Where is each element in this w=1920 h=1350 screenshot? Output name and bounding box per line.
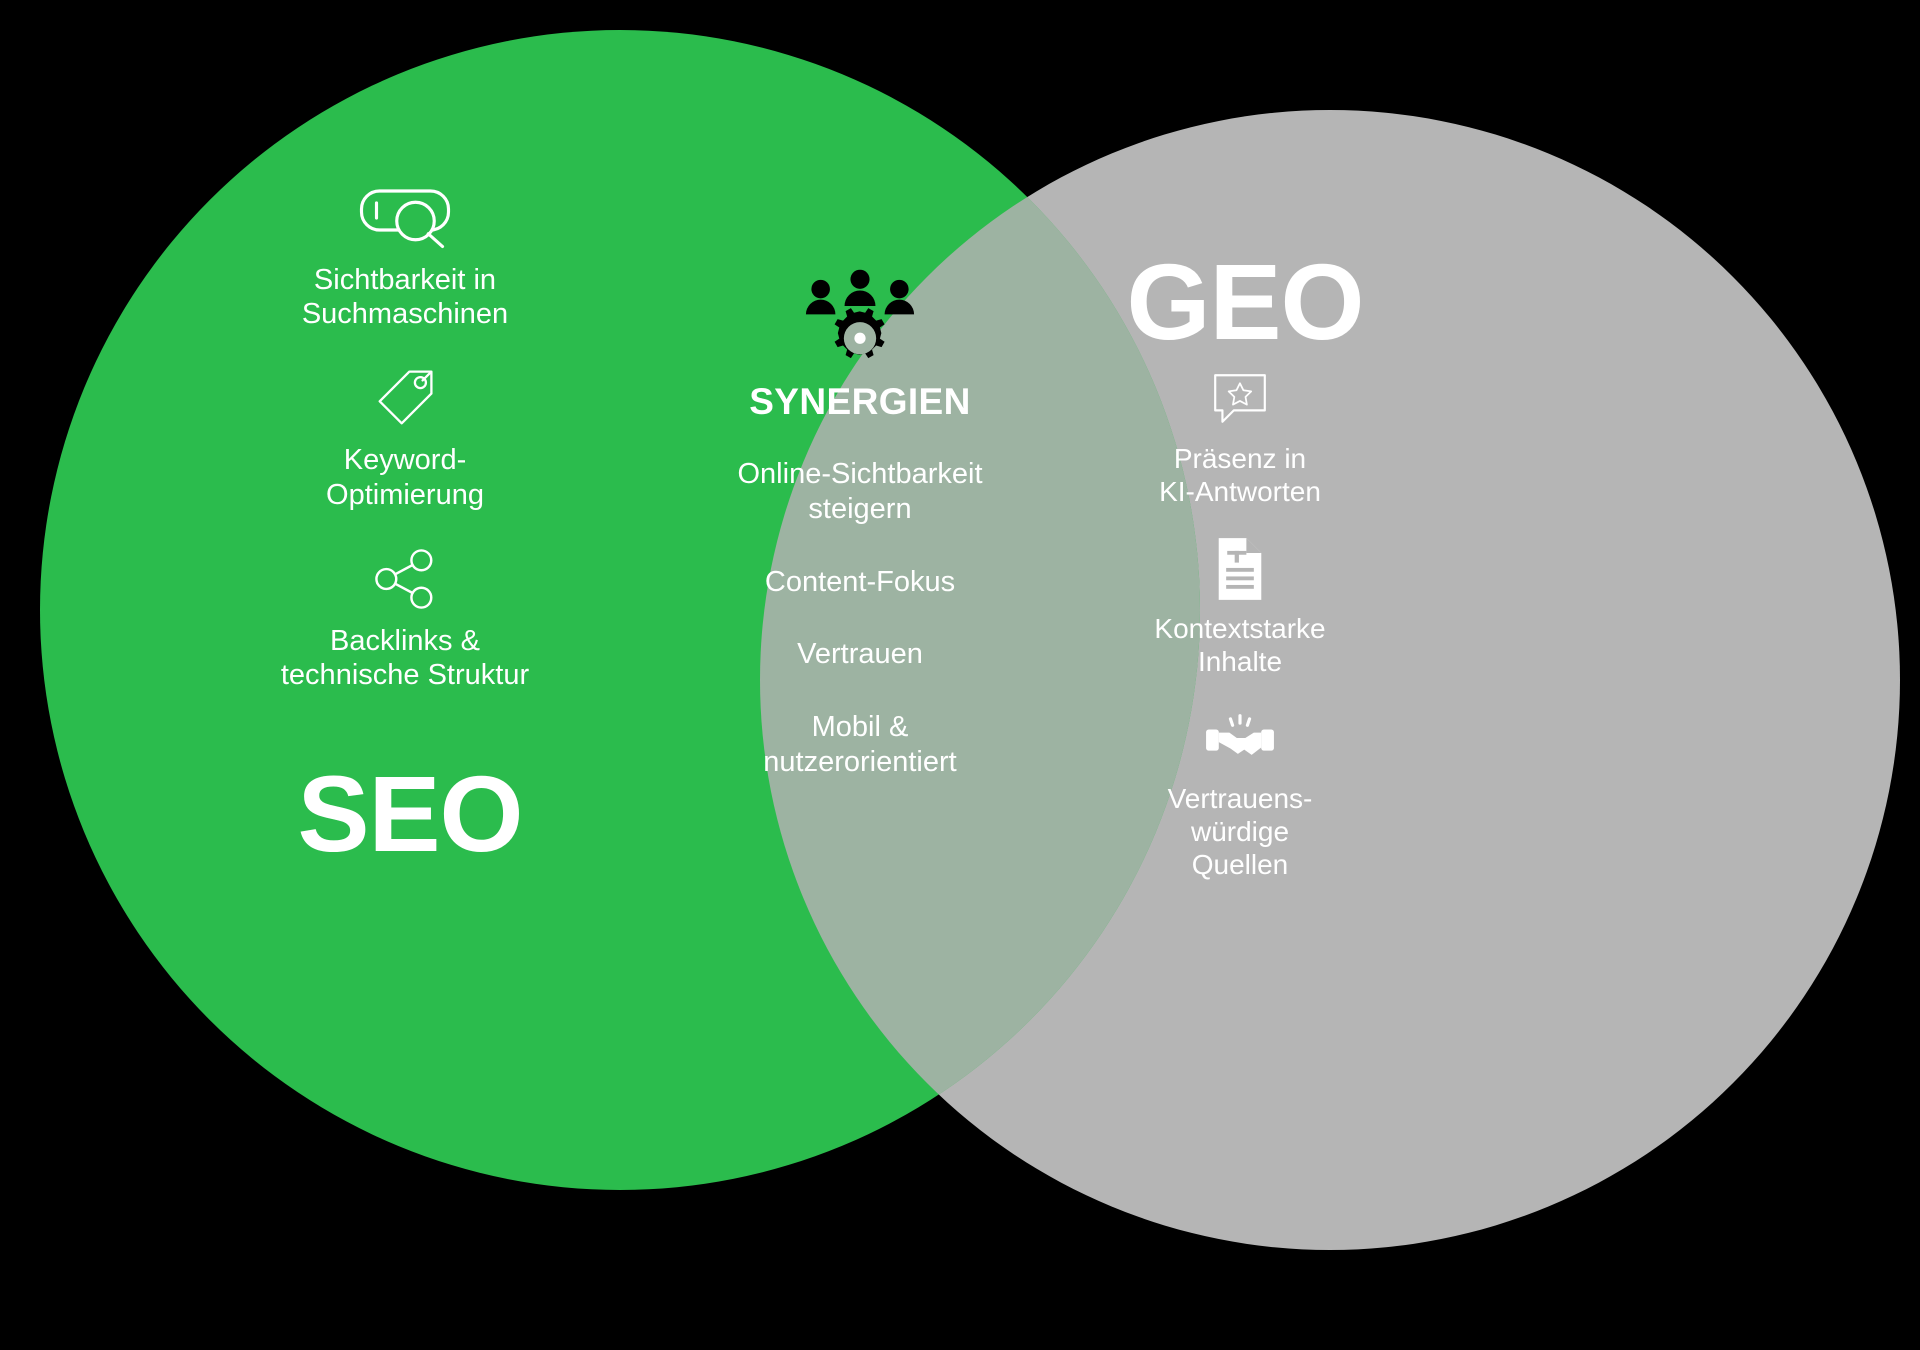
search-bar-icon <box>230 185 580 251</box>
geo-item-label: Kontextstarke Inhalte <box>1154 613 1326 678</box>
geo-item-sources: Vertrauens- würdige Quellen <box>1090 708 1390 881</box>
seo-item-label: Backlinks & technische Struktur <box>280 624 530 692</box>
seo-content-column: Sichtbarkeit in Suchmaschinen Keyword- O… <box>230 185 580 692</box>
share-network-icon <box>230 546 580 612</box>
synergy-item: Mobil & nutzerorientiert <box>763 711 957 778</box>
geo-item-label: Vertrauens- würdige Quellen <box>1167 783 1313 881</box>
synergy-item: Online-Sichtbarkeit steigern <box>737 458 983 525</box>
seo-item-label: Keyword- Optimierung <box>326 444 484 511</box>
geo-title: GEO <box>1126 241 1364 362</box>
geo-item-context: Kontextstarke Inhalte <box>1090 538 1390 678</box>
seo-item-label: Sichtbarkeit in Suchmaschinen <box>301 264 509 331</box>
handshake-icon <box>1090 708 1390 770</box>
synergy-item: Vertrauen <box>797 638 923 671</box>
seo-item-backlinks: Backlinks & technische Struktur <box>230 546 580 692</box>
chat-star-icon <box>1090 368 1390 430</box>
geo-item-label: Präsenz in KI-Antworten <box>1159 443 1321 508</box>
seo-title: SEO <box>297 753 523 874</box>
synergien-content-column: SYNERGIEN Online-Sichtbarkeit steigern C… <box>690 265 1030 780</box>
document-text-icon <box>1090 538 1390 600</box>
synergien-heading: SYNERGIEN <box>749 381 971 422</box>
people-gear-icon <box>690 265 1030 375</box>
tag-icon <box>230 365 580 431</box>
seo-item-visibility: Sichtbarkeit in Suchmaschinen <box>230 185 580 331</box>
geo-item-presence: Präsenz in KI-Antworten <box>1090 368 1390 508</box>
synergy-item: Content-Fokus <box>764 565 956 598</box>
seo-item-keyword: Keyword- Optimierung <box>230 365 580 511</box>
